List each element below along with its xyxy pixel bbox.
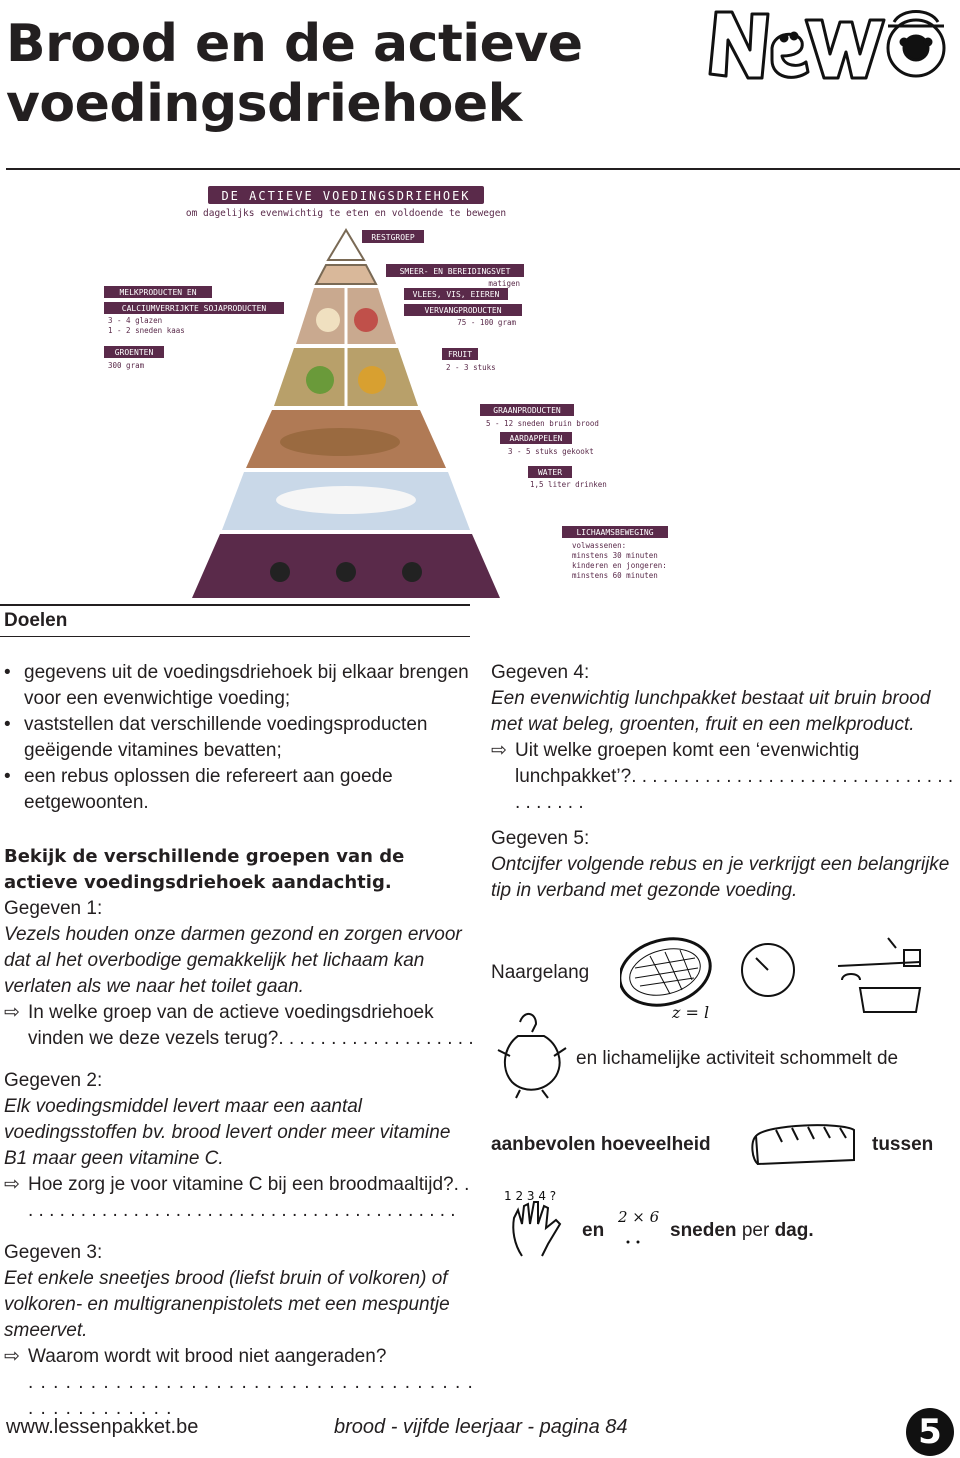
svg-text:FRUIT: FRUIT xyxy=(448,350,472,359)
svg-text:SMEER- EN BEREIDINGSVET: SMEER- EN BEREIDINGSVET xyxy=(400,267,511,276)
svg-text:LICHAAMSBEWEGING: LICHAAMSBEWEGING xyxy=(576,528,653,537)
counting-hand-icon: 1 2 3 4 ? xyxy=(504,1189,562,1257)
rebus-zl: z = l xyxy=(671,1003,709,1022)
list-item: vaststellen dat verschillende voedingspr… xyxy=(4,712,474,764)
doelen-list: gegevens uit de voedingsdriehoek bij elk… xyxy=(4,660,474,816)
gegeven-4-label: Gegeven 4: xyxy=(491,662,590,683)
gegeven-1-question: ⇨In welke groep van de actieve voedingsd… xyxy=(4,1002,474,1049)
svg-text:volwassenen:: volwassenen: xyxy=(572,541,626,550)
right-column: Gegeven 4: Een evenwichtig lunchpakket b… xyxy=(491,660,955,904)
svg-text:WATER: WATER xyxy=(538,468,562,477)
doelen-heading: Doelen xyxy=(4,610,68,631)
gegeven-2-question: ⇨Hoe zorg je voor vitamine C bij een bro… xyxy=(4,1174,470,1221)
pie-dish-icon xyxy=(620,937,712,1007)
rebus-sneden-per-dag: sneden per dag. xyxy=(670,1220,814,1241)
svg-text:minstens 30 minuten: minstens 30 minuten xyxy=(572,551,658,560)
svg-text:3 - 5 stuks gekookt: 3 - 5 stuks gekookt xyxy=(508,447,594,456)
clock-icon xyxy=(741,943,795,997)
svg-text:matigen: matigen xyxy=(488,279,520,288)
gegeven-2-text: Elk voedingsmiddel levert maar een aanta… xyxy=(4,1096,451,1169)
gegeven-3-text: Eet enkele sneetjes brood (liefst bruin … xyxy=(4,1268,450,1341)
svg-text:kinderen en jongeren:: kinderen en jongeren: xyxy=(572,561,667,570)
footer-url[interactable]: www.lessenpakket.be xyxy=(6,1416,199,1438)
gegeven-1-label: Gegeven 1: xyxy=(4,898,103,919)
doelen-rule-bottom xyxy=(0,636,470,637)
rebus-images-row1: z = l xyxy=(620,937,922,1022)
svg-text:CALCIUMVERRIJKTE SOJAPRODUCTEN: CALCIUMVERRIJKTE SOJAPRODUCTEN xyxy=(122,304,267,313)
page-title: Brood en de actieve voedingsdriehoek xyxy=(6,14,583,134)
rebus-fingers: 1 2 3 4 ? xyxy=(504,1189,556,1203)
gegeven-4-question: ⇨Uit welke groepen komt een ‘evenwichtig… xyxy=(491,740,954,813)
rebus-lichamelijke: en lichamelijke activiteit schommelt de xyxy=(576,1048,899,1069)
arrow-icon: ⇨ xyxy=(491,740,507,761)
svg-text:75 - 100 gram: 75 - 100 gram xyxy=(457,318,516,327)
bread-loaf-icon xyxy=(751,1124,855,1166)
svg-text:5 - 12 sneden bruin brood: 5 - 12 sneden bruin brood xyxy=(486,419,599,428)
svg-text:1,5 liter drinken: 1,5 liter drinken xyxy=(530,480,607,489)
rebus-two-x-six: 2 × 6 xyxy=(617,1208,660,1226)
list-item: gegevens uit de voedingsdriehoek bij elk… xyxy=(4,660,474,712)
svg-text:minstens 60 minuten: minstens 60 minuten xyxy=(572,571,658,580)
gegeven-3-label: Gegeven 3: xyxy=(4,1242,103,1263)
gegeven-5-text: Ontcijfer volgende rebus en je verkrijgt… xyxy=(491,854,950,901)
rooster-icon xyxy=(497,1013,567,1099)
pyramid-subheading: om dagelijks evenwichtig te eten en vold… xyxy=(186,208,506,219)
svg-text:GROENTEN: GROENTEN xyxy=(115,348,154,357)
rebus-aanbevolen: aanbevolen hoeveelheid xyxy=(491,1134,711,1155)
bekijk-heading: Bekijk de verschillende groepen van de a… xyxy=(4,846,405,893)
rebus-en: en xyxy=(582,1220,605,1241)
arrow-icon: ⇨ xyxy=(4,1002,20,1023)
doelen-rule-top xyxy=(0,604,470,606)
svg-text:AARDAPPELEN: AARDAPPELEN xyxy=(510,434,563,443)
newo-logo xyxy=(708,10,946,80)
gegeven-3-question: ⇨Waarom wordt wit brood niet aangeraden? xyxy=(4,1344,474,1370)
arrow-icon: ⇨ xyxy=(4,1346,20,1367)
footer-page-info: brood - vijfde leerjaar - pagina 84 xyxy=(334,1416,628,1438)
gegeven-1-text: Vezels houden onze darmen gezond en zorg… xyxy=(4,924,462,997)
left-column: Bekijk de verschillende groepen van de a… xyxy=(4,844,474,1422)
svg-text:1 - 2 sneden kaas: 1 - 2 sneden kaas xyxy=(108,326,185,335)
page-number-badge: 5 xyxy=(906,1408,954,1456)
svg-text:2 - 3 stuks: 2 - 3 stuks xyxy=(446,363,496,372)
scale-icon xyxy=(837,937,922,1013)
svg-text:MELKPRODUCTEN EN: MELKPRODUCTEN EN xyxy=(119,288,196,297)
svg-text:RESTGROEP: RESTGROEP xyxy=(371,233,415,242)
svg-text:VLEES, VIS, EIEREN: VLEES, VIS, EIEREN xyxy=(413,290,500,299)
svg-text:300 gram: 300 gram xyxy=(108,361,145,370)
arrow-icon: ⇨ xyxy=(4,1174,20,1195)
gegeven-3-answer-dots: . . . . . . . . . . . . . . . . . . . . … xyxy=(28,1372,474,1419)
list-item: een rebus oplossen die refereert aan goe… xyxy=(4,764,474,816)
voedingsdriehoek-illustration: DE ACTIEVE VOEDINGSDRIEHOEK om dagelijks… xyxy=(100,180,700,605)
rebus-tussen: tussen xyxy=(872,1134,934,1155)
rebus-naargelang: Naargelang xyxy=(491,962,590,983)
gegeven-5-label: Gegeven 5: xyxy=(491,828,590,849)
svg-text:GRAANPRODUCTEN: GRAANPRODUCTEN xyxy=(493,406,561,415)
svg-text:VERVANGPRODUCTEN: VERVANGPRODUCTEN xyxy=(424,306,501,315)
gegeven-4-text: Een evenwichtig lunchpakket bestaat uit … xyxy=(491,688,931,735)
svg-text:3 - 4 glazen: 3 - 4 glazen xyxy=(108,316,162,325)
two-times-six-drawing: 2 × 6 xyxy=(617,1208,660,1244)
pyramid-heading: DE ACTIEVE VOEDINGSDRIEHOEK xyxy=(221,189,470,203)
gegeven-2-label: Gegeven 2: xyxy=(4,1070,103,1091)
title-rule xyxy=(6,168,960,170)
